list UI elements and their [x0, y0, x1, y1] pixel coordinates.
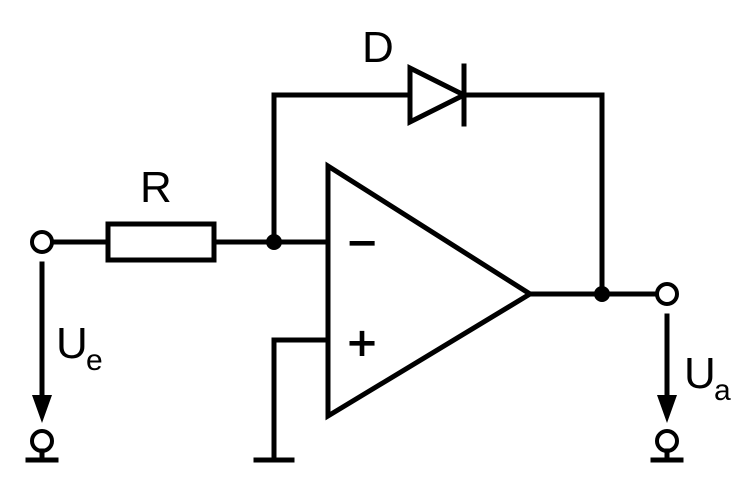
output-voltage-label: U [684, 349, 716, 398]
output-voltage-arrow-head [657, 395, 677, 423]
input-junction-dot [266, 234, 282, 250]
inverting-input-sign: − [345, 220, 379, 266]
input-voltage-label: U [56, 319, 88, 368]
output-terminal-bottom [655, 429, 679, 453]
input-terminal-top [30, 230, 54, 254]
output-junction-dot [594, 286, 610, 302]
resistor-r [105, 221, 217, 263]
diode-d [407, 63, 470, 127]
input-voltage-arrow-head [32, 395, 52, 423]
resistor-label: R [140, 163, 172, 212]
output-terminal-top [655, 282, 679, 306]
input-voltage-subscript: e [86, 344, 103, 377]
diode-label: D [362, 23, 394, 72]
noninverting-input-sign: + [345, 320, 379, 366]
output-voltage-subscript: a [714, 374, 731, 407]
op-amp [325, 161, 535, 421]
input-terminal-bottom [30, 429, 54, 453]
